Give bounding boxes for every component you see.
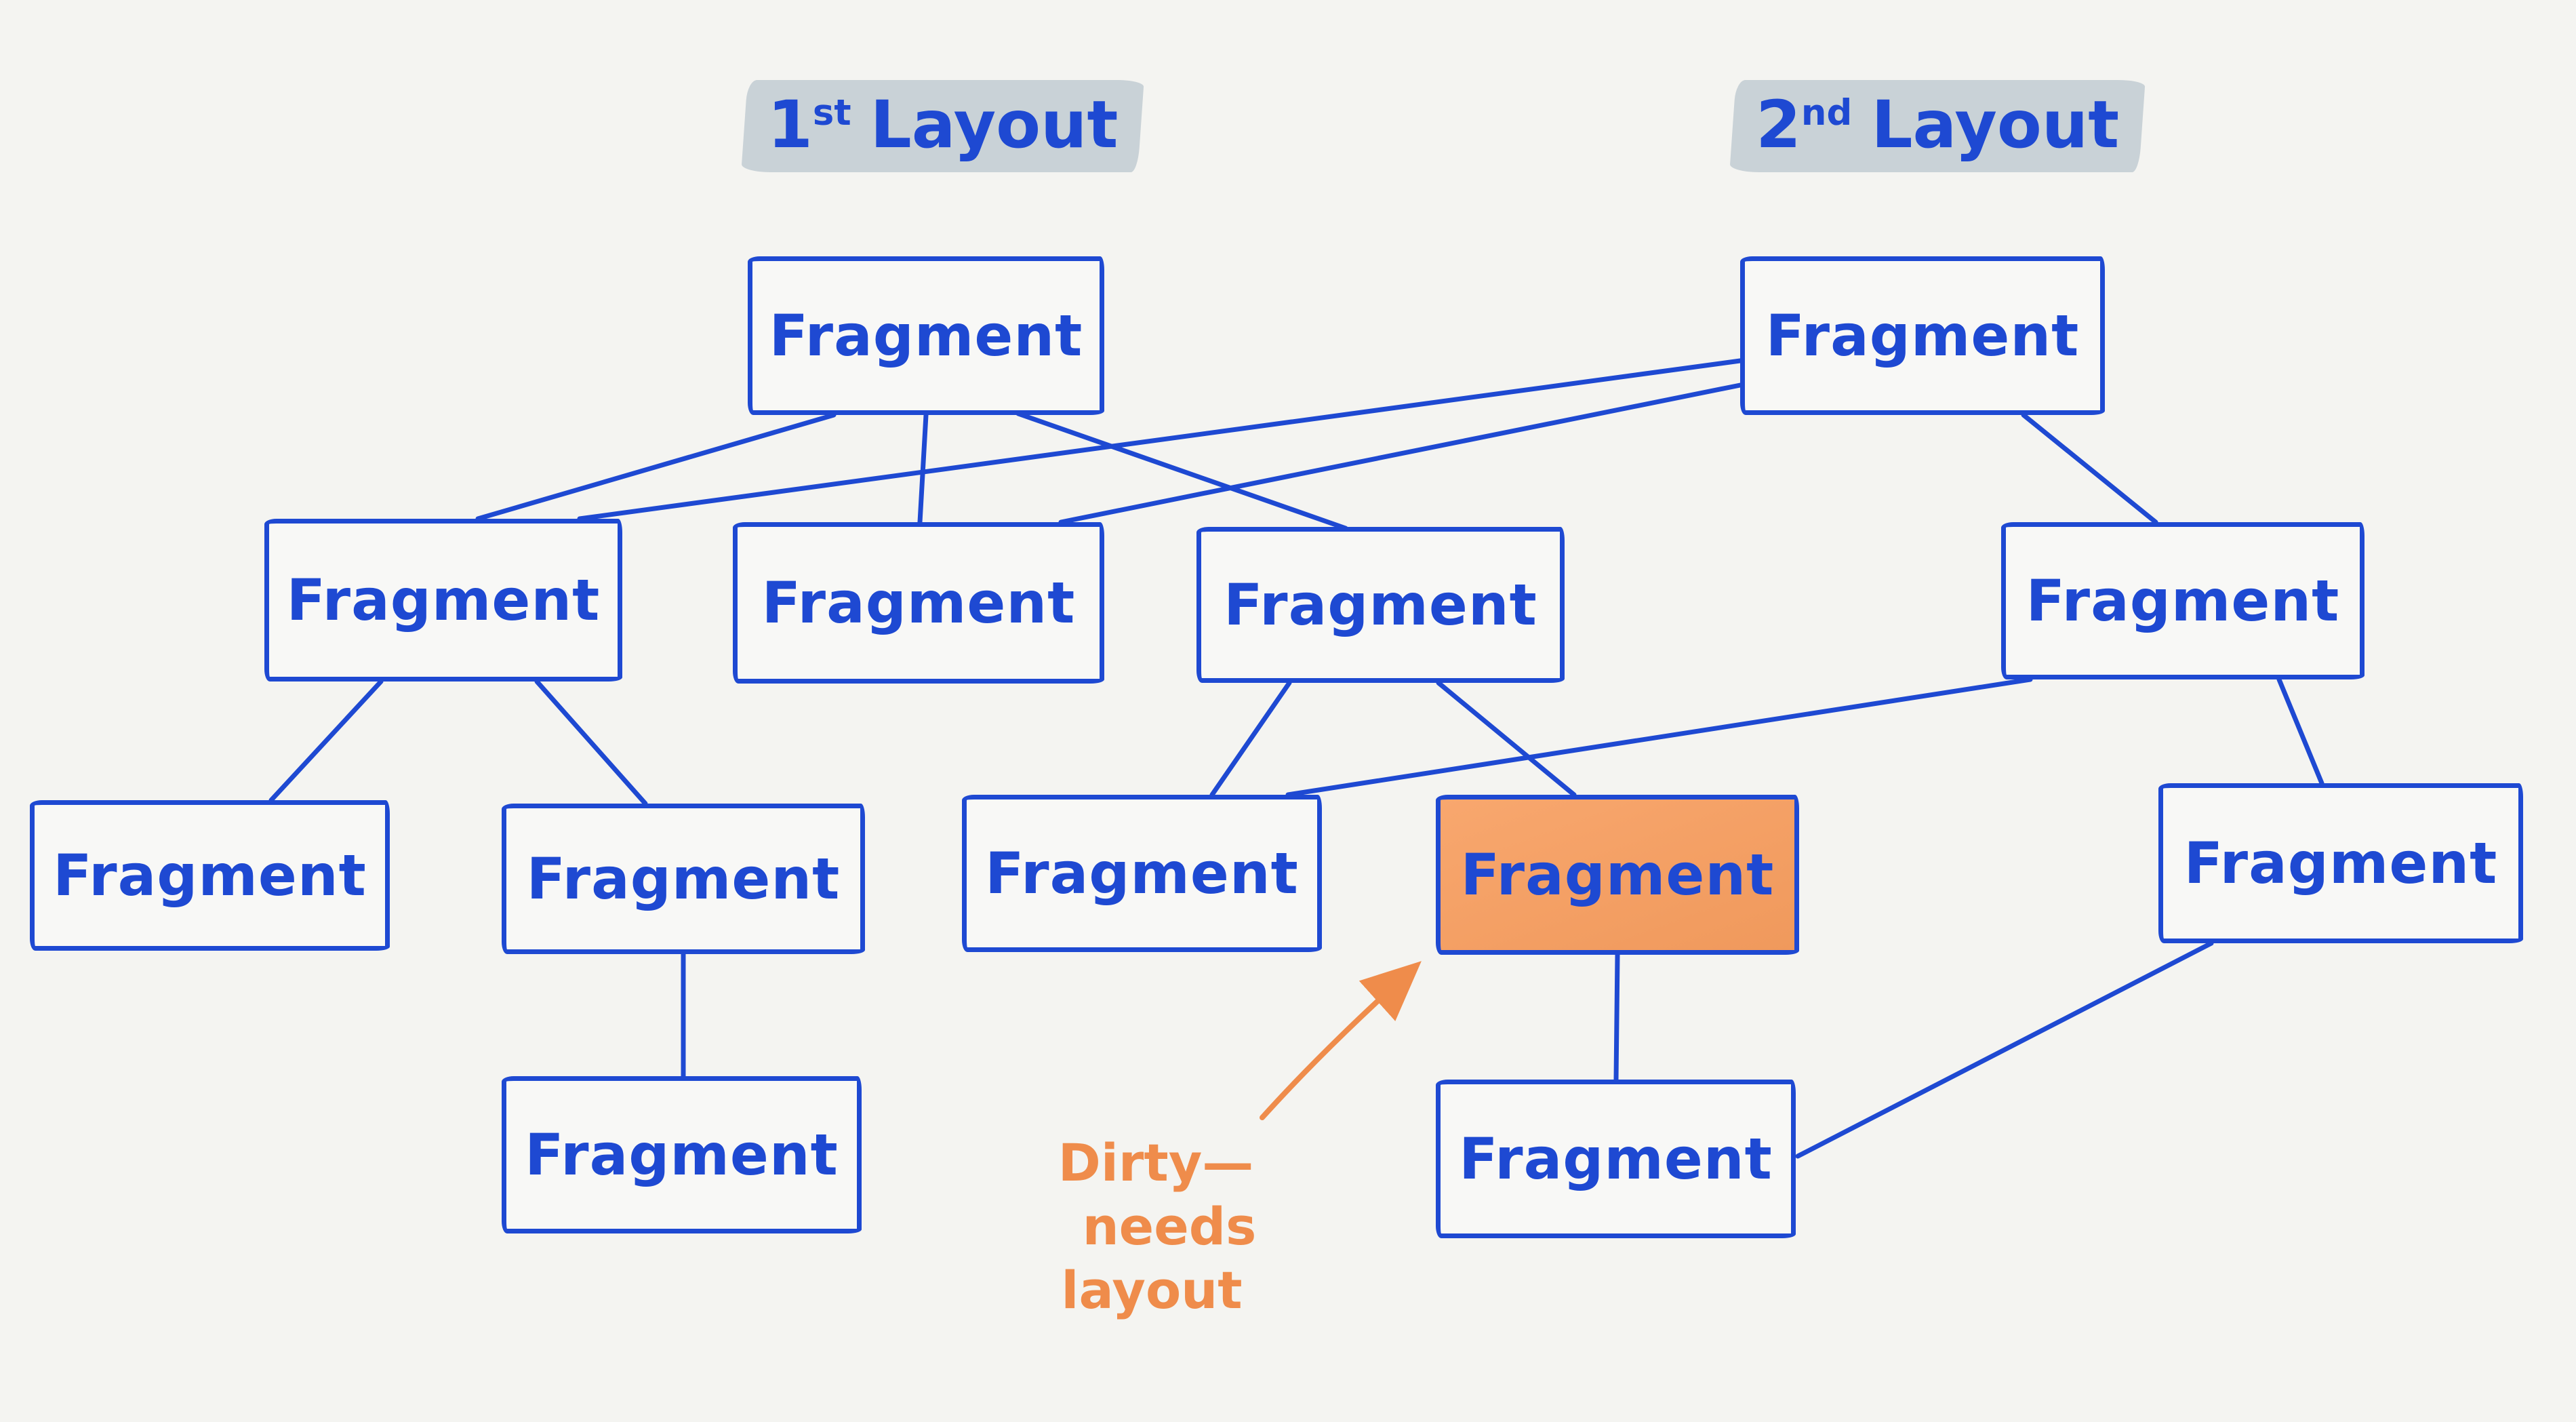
dirty-annotation-label: Dirty— needs layout: [1010, 1131, 1302, 1322]
fragment-node-layout1-leaf-a2: Fragment: [502, 1076, 862, 1233]
edge-l2root-child: [2021, 412, 2158, 525]
second-layout-title-highlight: 2nd Layout: [1729, 80, 2146, 172]
edge-l2root-reuse-childA: [577, 358, 1743, 521]
fragment-node-layout1-child-c: Fragment: [1196, 527, 1565, 683]
edge-childA-grandA2: [534, 679, 648, 806]
fragment-node-layout2-root: Fragment: [1740, 256, 2105, 415]
second-layout-word: Layout: [1871, 87, 2120, 163]
fragment-node-layout2-child: Fragment: [2001, 522, 2364, 679]
dirty-annotation-line2: needs: [1082, 1196, 1257, 1257]
fragment-node-layout1-leaf-c2: Fragment: [1436, 1080, 1796, 1238]
edge-childA-grandA1: [268, 679, 384, 803]
edge-l2child-reuse-grandC1: [1285, 677, 2033, 797]
edge-childC-grandC2: [1436, 680, 1577, 797]
dirty-annotation-line3: layout: [1061, 1260, 1243, 1320]
edge-l1root-childB: [917, 412, 929, 525]
fragment-node-layout1-root: Fragment: [748, 256, 1104, 415]
edge-childC-grandC1: [1209, 680, 1292, 797]
edge-l1root-childC: [1015, 411, 1348, 531]
dirty-annotation-arrow: [1260, 961, 1422, 1120]
first-layout-title: 1st Layout: [741, 80, 1144, 172]
edge-l2root-reuse-childB: [1058, 382, 1743, 525]
first-layout-title-highlight: 1st Layout: [741, 80, 1144, 172]
edge-l2grand-reuse-leaf: [1795, 941, 2214, 1159]
second-layout-title: 2nd Layout: [1729, 80, 2146, 172]
edge-l1root-childA: [475, 412, 837, 521]
edge-l2child-grand: [2276, 677, 2325, 786]
fragment-node-layout1-child-a: Fragment: [264, 519, 622, 682]
fragment-node-layout1-grand-a1: Fragment: [30, 800, 390, 951]
fragment-node-layout1-child-b: Fragment: [733, 522, 1104, 684]
fragment-node-layout1-grand-c1: Fragment: [962, 795, 1322, 952]
second-layout-number: 2: [1756, 87, 1801, 163]
first-layout-word: Layout: [870, 87, 1119, 163]
fragment-node-layout1-grand-a2: Fragment: [502, 804, 865, 954]
first-layout-ordinal: st: [812, 92, 851, 134]
edge-grandC2-leaf: [1613, 952, 1620, 1082]
dirty-annotation-line1: Dirty—: [1058, 1132, 1254, 1193]
fragment-node-dirty-needs-layout: Fragment: [1436, 795, 1799, 955]
first-layout-number: 1: [767, 87, 813, 163]
second-layout-ordinal: nd: [1800, 92, 1853, 134]
fragment-node-layout2-grand: Fragment: [2158, 783, 2523, 943]
